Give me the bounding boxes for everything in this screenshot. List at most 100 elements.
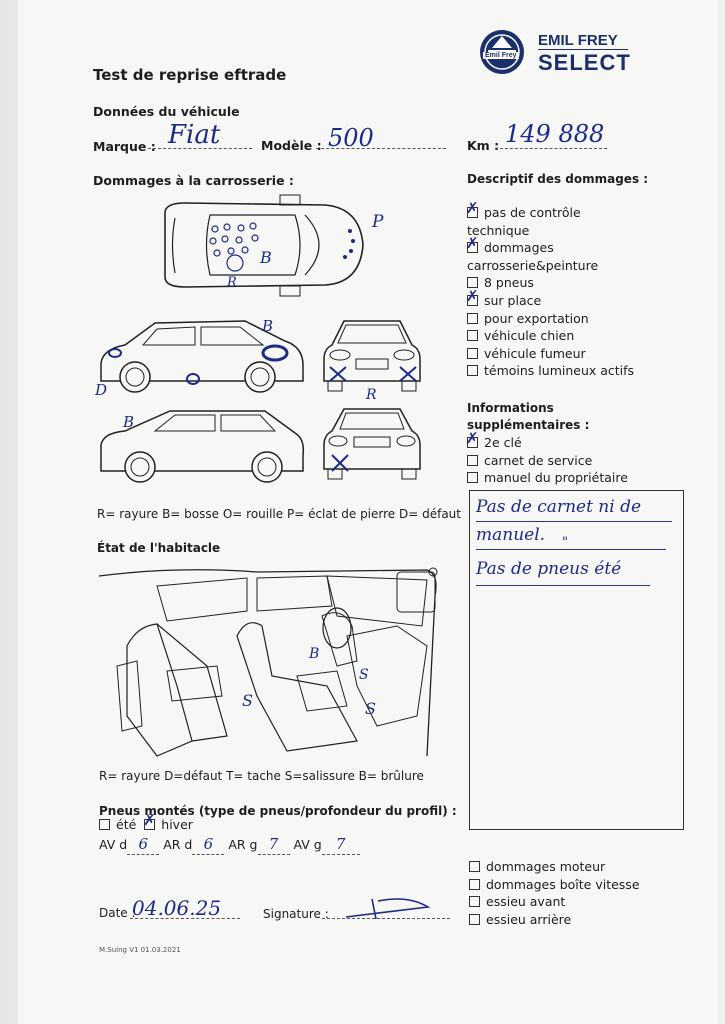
additional-item-service-book[interactable]: carnet de service	[467, 452, 677, 470]
other-item-engine[interactable]: dommages moteur	[469, 858, 679, 876]
item-label: dommages boîte vitesse	[486, 876, 640, 892]
checkbox[interactable]	[466, 235, 479, 254]
marque-label: Marque :	[93, 139, 156, 154]
svg-text:S: S	[365, 699, 376, 718]
car-side-view-2-diagram: B	[100, 410, 305, 483]
damage-item-bodywork-line2: carrosserie&peinture	[467, 257, 599, 273]
car-top-view-diagram: B R	[164, 194, 364, 297]
date-label: Date :	[99, 906, 136, 920]
avd-label: AV d	[99, 837, 128, 852]
item-label: pour exportation	[484, 310, 589, 326]
additional-list: 2e clé carnet de service manuel du propr…	[466, 430, 677, 487]
checkbox[interactable]	[467, 365, 478, 377]
checkbox[interactable]	[466, 200, 479, 218]
vehicle-heading: Données du véhicule	[93, 104, 240, 119]
svg-text:D: D	[95, 381, 107, 399]
damage-item-export[interactable]: pour exportation	[467, 310, 677, 328]
logo-line2: SELECT	[538, 50, 631, 75]
checkbox[interactable]	[467, 330, 478, 342]
avg-label: AV g	[293, 837, 322, 852]
checkbox[interactable]	[469, 861, 480, 872]
svg-text:B: B	[122, 413, 134, 431]
damage-item-bodywork[interactable]: dommages	[466, 235, 677, 257]
item-label: véhicule chien	[484, 328, 575, 344]
checkbox[interactable]	[467, 312, 478, 324]
ete-checkbox[interactable]	[99, 819, 110, 830]
additional-item-second-key[interactable]: 2e clé	[466, 430, 677, 452]
logo-line1: EMIL FREY	[538, 32, 618, 49]
page-title: Test de reprise eftrade	[93, 66, 287, 84]
tires-heading: Pneus montés (type de pneus/profondeur d…	[99, 804, 457, 818]
damage-item-dog[interactable]: véhicule chien	[467, 327, 677, 345]
additional-heading-1: Informations	[467, 401, 554, 415]
checkbox[interactable]	[467, 454, 478, 466]
logo-small-text: Emil Frey	[483, 52, 519, 59]
interior-legend: R= rayure D=défaut T= tache S=salissure …	[99, 769, 424, 783]
km-field[interactable]: 149 888	[505, 120, 605, 148]
avg-field[interactable]: 7	[335, 835, 346, 853]
item-label: essieu arrière	[486, 911, 572, 927]
checkbox[interactable]	[467, 347, 478, 359]
signature-label: Signature :	[263, 907, 329, 921]
svg-text:R: R	[226, 275, 237, 290]
date-field[interactable]: 04.06.25	[132, 896, 222, 920]
note-line-2: manuel.	[476, 525, 546, 545]
damage-item-no-inspection[interactable]: pas de contrôle	[466, 200, 677, 222]
other-item-rear-axle[interactable]: essieu arrière	[469, 911, 679, 929]
car-rear-view-diagram	[323, 408, 421, 480]
marque-field[interactable]: Fiat	[168, 120, 221, 150]
hiver-checkbox[interactable]	[143, 812, 156, 830]
damage-desc-heading: Descriptif des dommages :	[467, 172, 649, 186]
checkbox[interactable]	[469, 896, 480, 908]
svg-text:R: R	[365, 387, 377, 400]
ete-label: été	[116, 817, 137, 832]
additional-heading-2: supplémentaires :	[467, 418, 590, 432]
checkbox[interactable]	[469, 913, 480, 925]
damage-item-8-tires[interactable]: 8 pneus	[467, 274, 677, 292]
note-line-1: Pas de carnet ni de	[476, 497, 642, 517]
additional-item-owner-manual[interactable]: manuel du propriétaire	[467, 469, 677, 487]
car-side-view-diagram: D B	[95, 317, 304, 399]
damage-item-warning-lights[interactable]: témoins lumineux actifs	[467, 362, 677, 380]
form-page	[18, 0, 718, 1024]
arg-label: AR g	[228, 837, 258, 852]
km-label: Km :	[467, 138, 500, 153]
item-label: essieu avant	[486, 894, 566, 910]
modele-field[interactable]: 500	[328, 124, 374, 152]
item-label: 8 pneus	[484, 275, 534, 291]
signature-drawing[interactable]	[338, 893, 438, 923]
damage-item-no-inspection-line2: technique	[467, 222, 530, 238]
other-damage-list: dommages moteur dommages boîte vitesse e…	[469, 858, 679, 928]
other-item-front-axle[interactable]: essieu avant	[469, 893, 679, 911]
item-label: dommages	[484, 240, 554, 256]
interior-heading: État de l'habitacle	[97, 541, 221, 555]
ard-label: AR d	[163, 837, 193, 852]
damage-item-smoker[interactable]: véhicule fumeur	[467, 345, 677, 363]
svg-text:S: S	[242, 691, 253, 710]
note-line-4: Pas de pneus été	[476, 559, 622, 579]
notes-box[interactable]: Pas de carnet ni de manuel. " Pas de pne…	[469, 490, 684, 830]
modele-label: Modèle :	[261, 138, 322, 153]
checkbox[interactable]	[466, 430, 479, 448]
note-line-3: "	[562, 535, 568, 550]
checkbox[interactable]	[467, 472, 478, 484]
checkbox[interactable]	[469, 878, 480, 890]
damage-item-on-site[interactable]: sur place	[466, 288, 677, 310]
car-front-view-diagram: R	[323, 320, 421, 400]
tire-depth-row: AV d 6 AR d 6 AR g 7 AV g 7	[99, 835, 360, 855]
avd-field[interactable]: 6	[138, 835, 148, 853]
ard-field[interactable]: 6	[203, 835, 214, 853]
item-label: dommages moteur	[486, 859, 606, 874]
car-interior-diagram: B S S S	[98, 567, 438, 757]
svg-text:B: B	[308, 646, 319, 662]
hiver-label: hiver	[161, 817, 193, 832]
other-item-gearbox[interactable]: dommages boîte vitesse	[469, 876, 679, 894]
checkbox[interactable]	[466, 288, 479, 306]
item-label: témoins lumineux actifs	[484, 363, 635, 379]
damage-desc-list: pas de contrôle technique dommages carro…	[466, 200, 677, 380]
body-damage-heading: Dommages à la carrosserie :	[93, 173, 294, 188]
item-label: pas de contrôle	[484, 205, 581, 220]
emil-frey-logo: Emil Frey EMIL FREY SELECT	[478, 28, 631, 76]
arg-field[interactable]: 7	[268, 835, 279, 853]
item-label: manuel du propriétaire	[484, 470, 628, 486]
